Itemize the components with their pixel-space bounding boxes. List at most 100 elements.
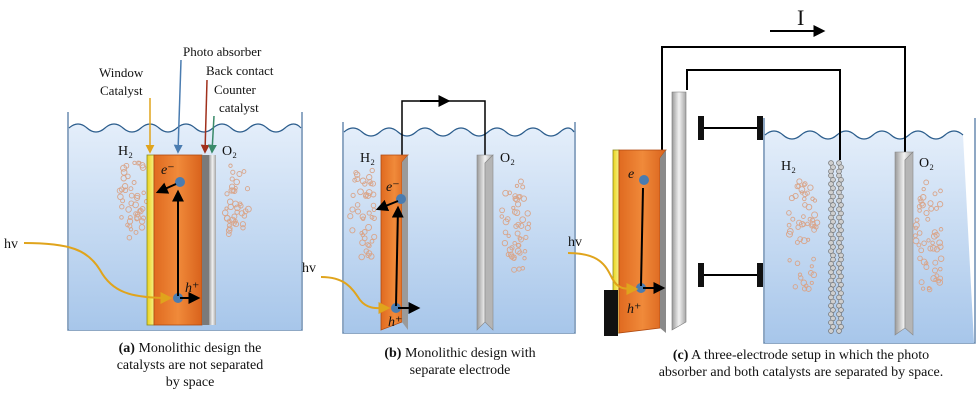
bubble [362, 181, 368, 187]
bubble [358, 253, 365, 261]
water-b [344, 128, 574, 333]
bubble [132, 160, 137, 166]
bubble [357, 188, 364, 196]
bubble [930, 275, 938, 282]
bubble [122, 187, 129, 194]
bubble [918, 279, 925, 286]
connector-top-right [757, 116, 763, 140]
back-contact-pointer [200, 79, 210, 154]
bubble [230, 169, 236, 175]
bubble [225, 231, 232, 237]
bubble [133, 229, 139, 235]
bubble [517, 250, 523, 256]
bubble [792, 284, 798, 290]
electrode-b-side [484, 154, 494, 331]
bubble [802, 181, 808, 187]
bubble [365, 252, 371, 259]
bubble [126, 234, 133, 241]
bubble [355, 208, 361, 215]
h2-label-c: H₂ [781, 159, 796, 174]
bubble [229, 176, 235, 182]
hole-dot-b [391, 303, 401, 313]
photo-absorber-pointer [173, 59, 183, 154]
bubble [516, 266, 522, 272]
back-contact-label: Back contact [206, 63, 274, 78]
bubble [786, 222, 792, 228]
connector-bottom-left [698, 263, 704, 287]
bubble [923, 209, 930, 217]
bubble [371, 233, 378, 240]
window-layer-a [146, 154, 155, 326]
bubble [363, 248, 370, 254]
bubble [119, 215, 124, 220]
back-contact-a [202, 155, 209, 325]
bubble [502, 189, 509, 197]
chain-bead [828, 328, 834, 334]
bubble [510, 254, 517, 261]
bubble [138, 224, 146, 231]
bubble [938, 188, 943, 194]
bubble [228, 163, 233, 168]
bubble [787, 258, 792, 263]
bubble [925, 216, 931, 222]
bubble [359, 177, 367, 185]
h2-bubbles-b [347, 167, 378, 261]
bubble [933, 246, 941, 253]
bubble [918, 247, 925, 254]
bubble [522, 256, 527, 261]
caption-c-line1: A three-electrode setup in which the pho… [688, 348, 930, 363]
bubble [134, 211, 141, 218]
chain-bead [836, 328, 842, 334]
bubble [933, 277, 938, 282]
bubble [516, 242, 522, 248]
bubble [231, 188, 238, 194]
bubble [926, 286, 933, 293]
bubble [806, 237, 811, 242]
wire-absorber-to-o2 [661, 46, 906, 152]
bubble [524, 224, 531, 232]
electron-dot-b [396, 194, 406, 204]
bubble [141, 190, 146, 196]
bubble [231, 213, 238, 220]
bubble [804, 190, 810, 196]
bubble [810, 271, 818, 279]
bubble [798, 186, 806, 193]
bubble [809, 280, 814, 285]
o2-electrode-c-side [904, 151, 914, 336]
electron-arrow-a [155, 182, 177, 194]
bubble [228, 187, 235, 194]
bubble [368, 253, 375, 260]
bubble [937, 275, 944, 282]
bubble [226, 198, 234, 206]
bubble [227, 225, 233, 232]
bubble [794, 239, 800, 245]
bubble [238, 203, 244, 209]
back-contact-b [402, 155, 408, 330]
bubble [365, 223, 373, 231]
hole-label-b: h⁺ [388, 315, 402, 330]
bubble [913, 221, 920, 229]
bubble [811, 211, 819, 219]
bubble [930, 240, 935, 246]
caption-c: (c) A three-electrode setup in which the… [625, 347, 977, 381]
bubble [938, 227, 944, 232]
caption-b-line2: separate electrode [409, 363, 511, 378]
bubble [509, 245, 515, 251]
h2-label-a: H₂ [118, 144, 133, 159]
bubble [511, 266, 518, 273]
back-contact-c [660, 150, 666, 333]
bubble [241, 213, 248, 219]
bubble [927, 245, 934, 252]
bubble [232, 221, 240, 228]
bubble [794, 183, 801, 190]
bubble [927, 200, 934, 207]
bubble [515, 194, 522, 200]
bubble [347, 213, 354, 220]
bubble [932, 259, 939, 266]
bubble [508, 253, 515, 260]
connector-top-left [698, 116, 704, 140]
bubble [518, 222, 525, 229]
bubble [514, 183, 519, 188]
bubble [811, 256, 816, 262]
